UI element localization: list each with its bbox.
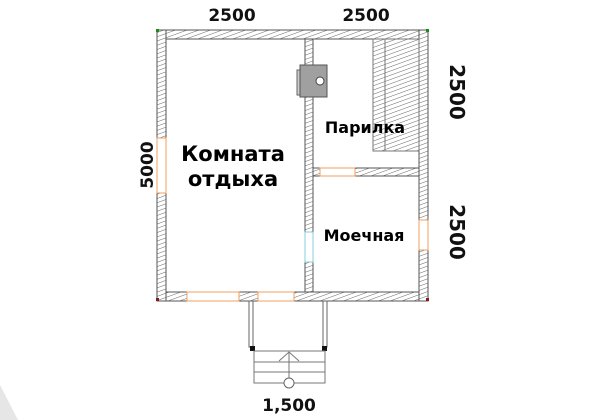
corner-marker	[426, 29, 429, 32]
entry-door	[257, 291, 295, 302]
steam-room-shelves	[372, 38, 420, 152]
partition-wall	[304, 38, 314, 293]
dimension-right-bottom: 2500	[445, 204, 469, 260]
door-washroom	[304, 231, 314, 263]
window-left	[156, 137, 167, 194]
room-label-washroom: Моечная	[324, 226, 405, 245]
corner-marker	[156, 298, 159, 301]
door-steam-room	[319, 167, 356, 177]
dimension-top-left: 2500	[208, 6, 255, 26]
corner-marker	[426, 298, 429, 301]
room-label-rest-room: Комната	[181, 142, 285, 166]
room-label-rest-room-line2: отдыха	[188, 167, 278, 191]
window-right	[418, 219, 429, 251]
dimension-porch: 1,500	[262, 396, 316, 416]
dimension-left: 5000	[138, 141, 158, 188]
room-label-steam-room: Парилка	[325, 118, 405, 137]
porch	[248, 300, 328, 389]
window-bottom-left	[186, 291, 240, 302]
partition-wall-horizontal	[312, 167, 420, 177]
stove-icon	[296, 64, 328, 98]
dimension-top-right: 2500	[342, 6, 389, 26]
dimension-right-top: 2500	[445, 64, 469, 120]
corner-shadow	[0, 385, 18, 420]
corner-marker	[156, 29, 159, 32]
